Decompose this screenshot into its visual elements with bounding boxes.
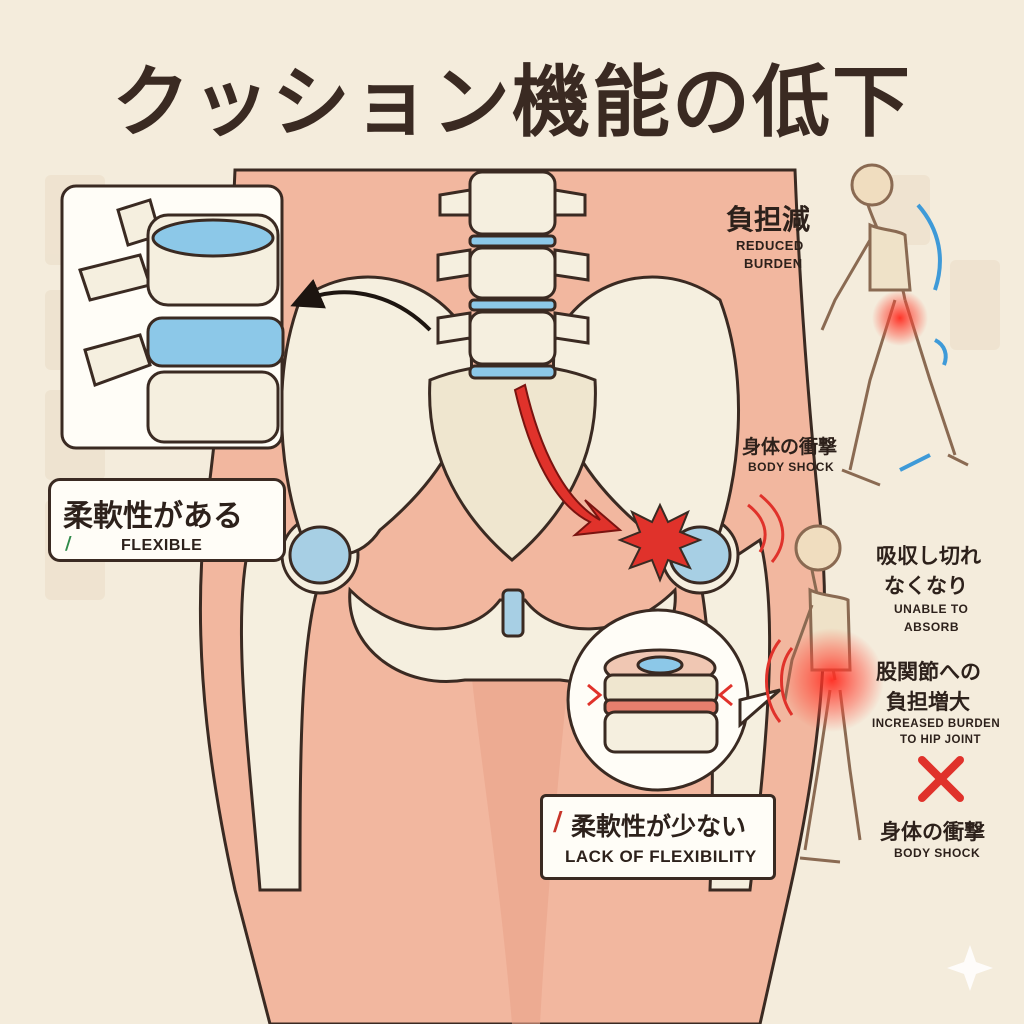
degenerated-disc-zoom bbox=[566, 608, 781, 792]
hip-burden-jp-2: 負担増大 bbox=[886, 690, 970, 714]
body-shock-bottom-jp: 身体の衝撃 bbox=[880, 820, 985, 844]
reduced-burden-en-1: REDUCED bbox=[736, 238, 804, 253]
zoom-arrow-black bbox=[290, 278, 432, 332]
unable-absorb-jp-2: なくなり bbox=[884, 574, 968, 598]
page-title: クッション機能の低下 bbox=[111, 58, 912, 148]
body-shock-top-en: BODY SHOCK bbox=[748, 460, 835, 474]
sparkle-icon bbox=[947, 945, 993, 991]
spine bbox=[436, 170, 590, 380]
impact-arrow-red bbox=[513, 383, 623, 537]
shock-wave-icon bbox=[747, 493, 785, 563]
flexible-label-en: FLEXIBLE bbox=[121, 537, 203, 554]
motion-arrow-icon bbox=[899, 203, 948, 472]
inflexible-label-jp: 柔軟性が少ない bbox=[571, 812, 747, 841]
flexible-mark-icon: / bbox=[65, 533, 72, 554]
x-mark-icon bbox=[918, 756, 964, 802]
inflexible-callout: / 柔軟性が少ない LACK OF FLEXIBILITY bbox=[540, 794, 776, 880]
reduced-burden-jp: 負担減 bbox=[726, 203, 811, 236]
flexible-callout: 柔軟性がある / FLEXIBLE bbox=[48, 478, 286, 562]
leg-gap bbox=[470, 660, 570, 1024]
healthy-disc-zoom bbox=[60, 184, 285, 450]
hip-burden-jp-1: 股関節への bbox=[876, 660, 981, 684]
body-shock-bottom-en: BODY SHOCK bbox=[894, 846, 981, 860]
hip-pain-icon-large bbox=[780, 628, 884, 732]
flexible-label-jp: 柔軟性がある bbox=[63, 499, 243, 534]
shock-wave-bottom-icon bbox=[765, 639, 794, 723]
hip-burden-en-1: INCREASED BURDEN bbox=[872, 718, 1001, 730]
unable-absorb-en-1: UNABLE TO bbox=[894, 602, 969, 616]
hip-burden-en-2: TO HIP JOINT bbox=[900, 734, 981, 746]
reduced-burden-en-2: BURDEN bbox=[744, 256, 803, 271]
impact-burst-icon bbox=[617, 502, 703, 583]
hip-pain-icon bbox=[872, 290, 928, 346]
inflexible-label-en: LACK OF FLEXIBILITY bbox=[565, 847, 757, 866]
inflexible-mark-icon: / bbox=[553, 807, 563, 837]
body-shock-top-jp: 身体の衝撃 bbox=[742, 436, 838, 458]
unable-absorb-jp-1: 吸収し切れ bbox=[876, 544, 981, 568]
unable-absorb-en-2: ABSORB bbox=[904, 620, 960, 634]
